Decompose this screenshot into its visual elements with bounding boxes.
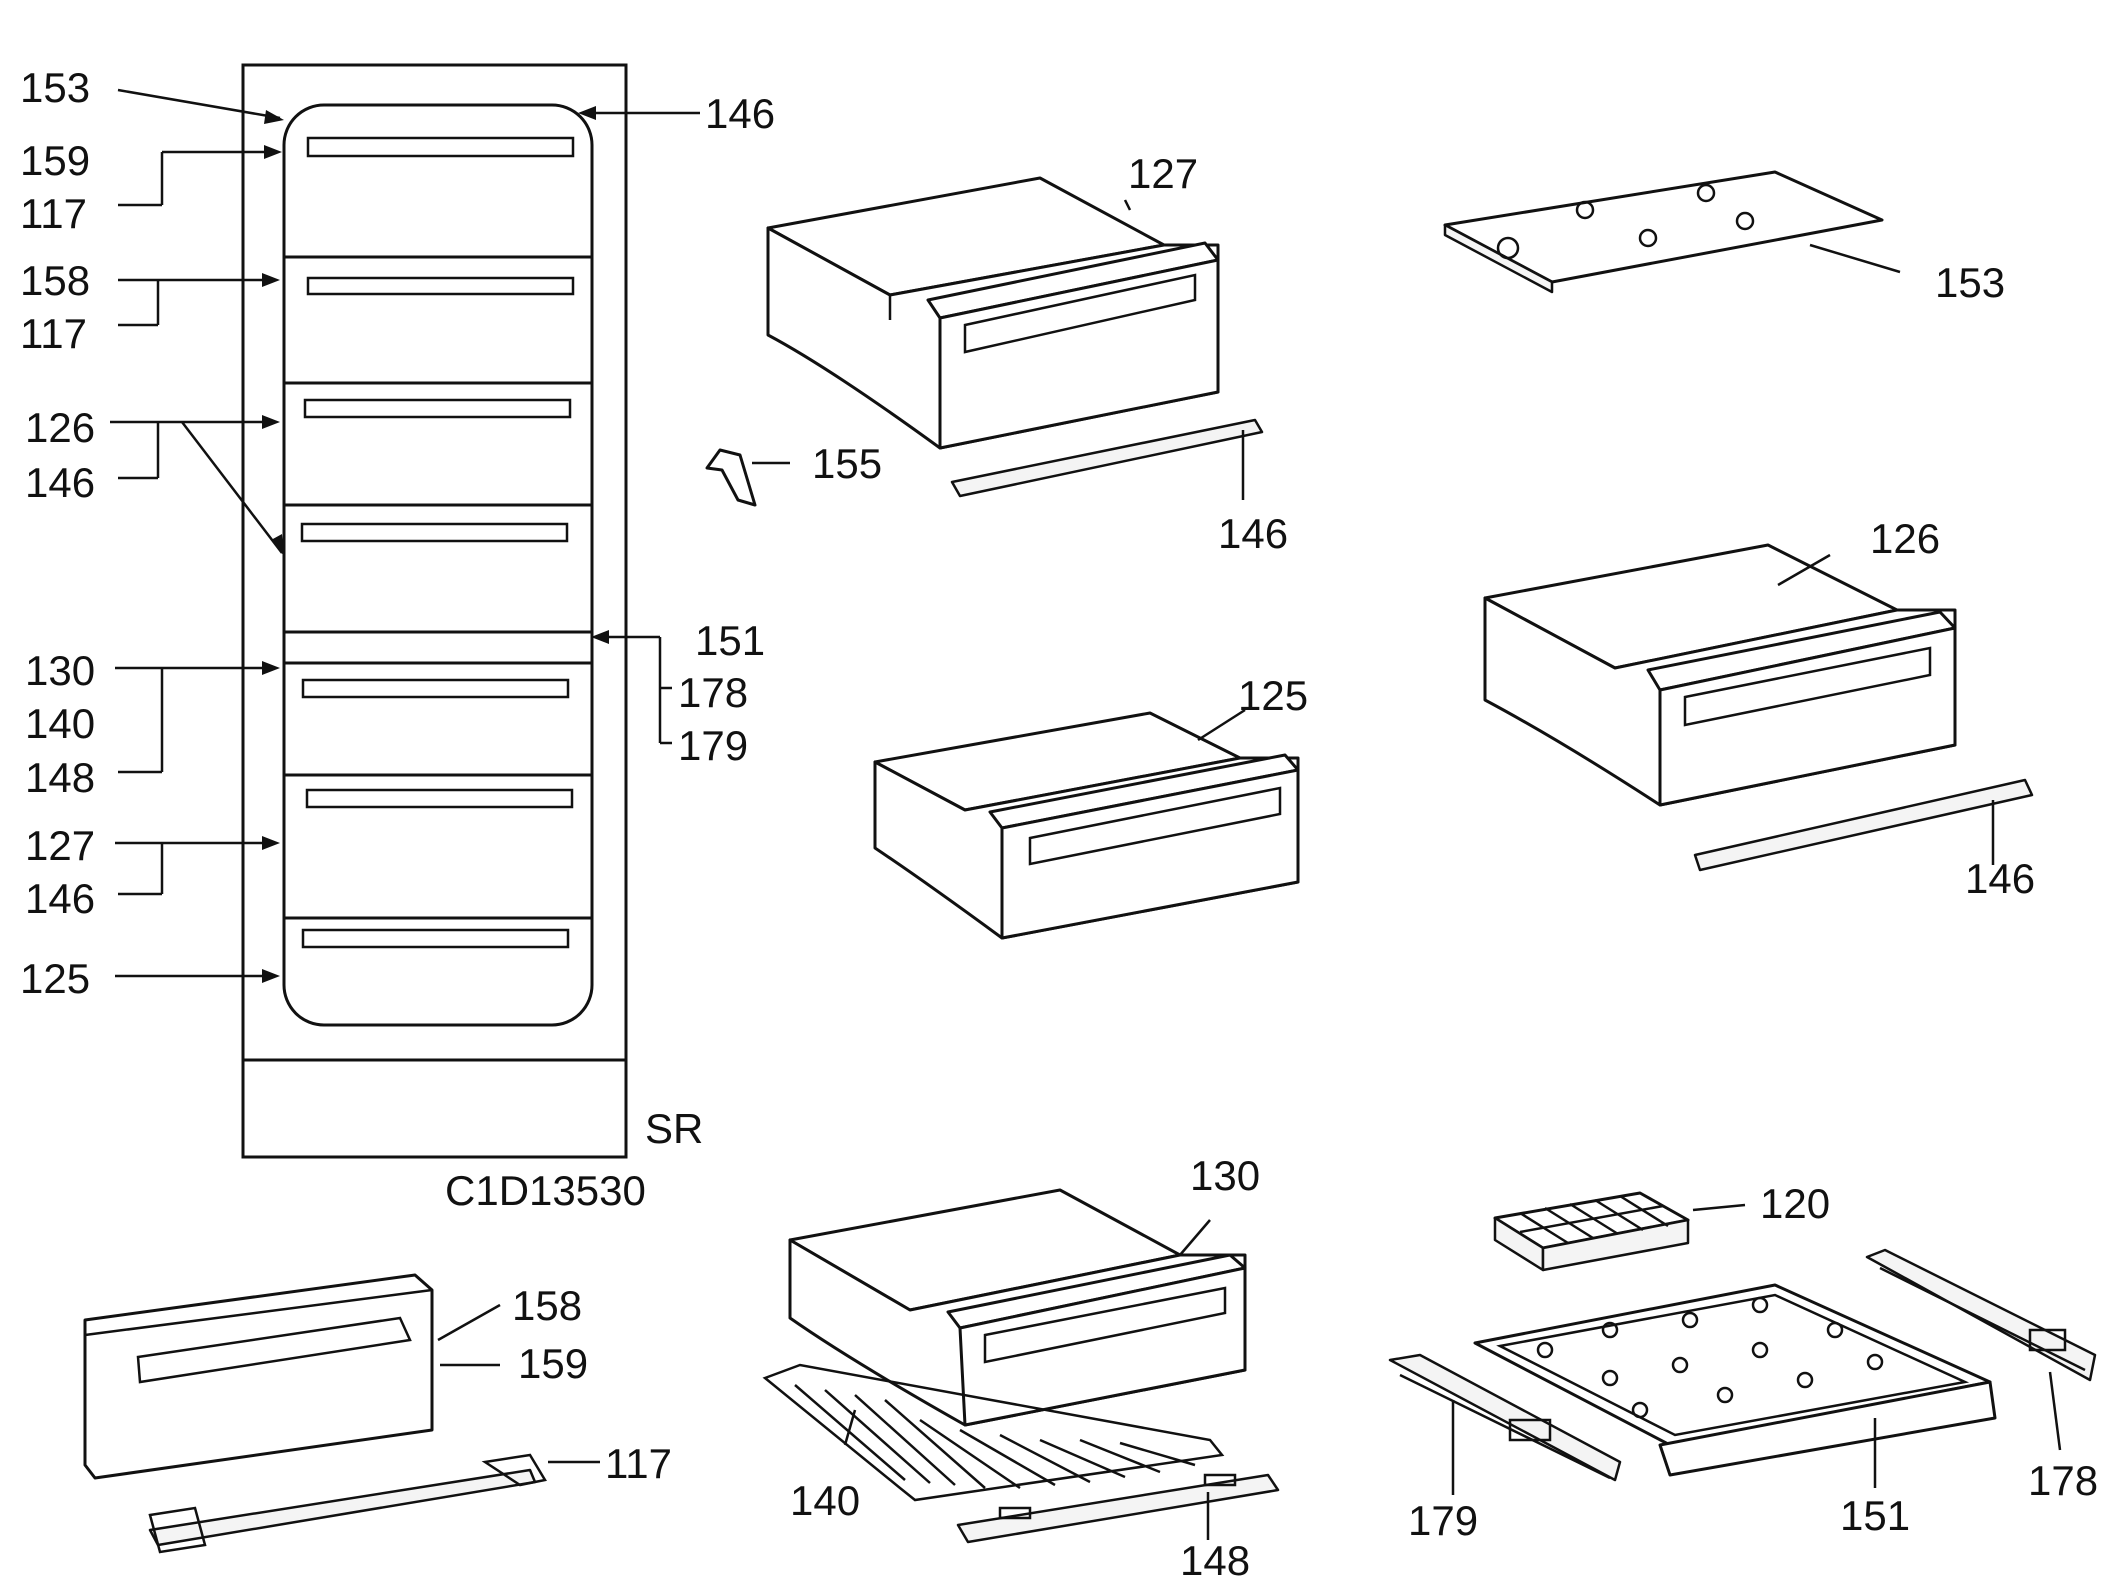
drawer-125 — [873, 711, 1300, 940]
drawer-handle — [301, 928, 570, 949]
part-leaders — [1123, 199, 1831, 1256]
label-159: 159 — [518, 1340, 588, 1387]
label-148: 148 — [25, 754, 95, 801]
drawer-handle — [306, 276, 575, 296]
clip-155 — [705, 448, 790, 507]
label-125: 125 — [20, 955, 90, 1002]
label-126: 126 — [1870, 515, 1940, 562]
label-146: 146 — [25, 875, 95, 922]
grid-140 — [762, 1363, 1225, 1502]
drawer-127 — [766, 176, 1220, 450]
freezer-cabinet-front-view — [241, 63, 628, 1159]
label-140: 140 — [790, 1477, 860, 1524]
label-140: 140 — [25, 700, 95, 747]
drawer-130 — [788, 1188, 1247, 1427]
label-153: 153 — [20, 64, 90, 111]
rail-146-right — [1693, 778, 2034, 872]
drawer-handle — [305, 788, 574, 809]
label-178: 178 — [678, 669, 748, 716]
label-151: 151 — [695, 617, 765, 664]
label-146: 146 — [705, 90, 775, 137]
label-153: 153 — [1935, 259, 2005, 306]
drawing-code: C1D13530 — [445, 1167, 646, 1214]
label-117: 117 — [605, 1440, 672, 1487]
label-146: 146 — [1965, 855, 2035, 902]
label-130: 130 — [1190, 1152, 1260, 1199]
rail-148 — [956, 1473, 1280, 1544]
rail-146-top — [950, 418, 1264, 500]
label-126: 126 — [25, 404, 95, 451]
label-159: 159 — [20, 137, 90, 184]
label-127: 127 — [25, 822, 95, 869]
shelf-tray-151 — [1473, 1283, 1997, 1488]
callout-labels: 153 159 117 158 117 126 146 130 140 148 … — [20, 64, 2098, 1583]
left-callout-leaders — [110, 88, 284, 983]
label-151: 151 — [1840, 1492, 1910, 1539]
label-155: 155 — [812, 440, 882, 487]
label-125: 125 — [1238, 672, 1308, 719]
label-120: 120 — [1760, 1180, 1830, 1227]
rail-117 — [148, 1453, 600, 1554]
drawer-126 — [1483, 543, 1957, 807]
cabinet-outline — [241, 63, 628, 1159]
drawer-front-158 — [83, 1273, 501, 1480]
label-146: 146 — [25, 459, 95, 506]
label-148: 148 — [1180, 1537, 1250, 1583]
drawer-handle — [300, 522, 569, 543]
drawer-handle — [301, 678, 570, 699]
label-130: 130 — [25, 647, 95, 694]
label-117: 117 — [20, 310, 87, 357]
label-sr: SR — [645, 1105, 703, 1152]
side-rail-179 — [1388, 1353, 1622, 1495]
label-146: 146 — [1218, 510, 1288, 557]
inner-liner — [282, 103, 594, 1027]
label-178: 178 — [2028, 1457, 2098, 1504]
label-158: 158 — [512, 1282, 582, 1329]
drawer-handle — [306, 136, 575, 158]
label-117: 117 — [20, 190, 87, 237]
label-158: 158 — [20, 257, 90, 304]
label-179: 179 — [678, 722, 748, 769]
side-rail-178 — [1865, 1248, 2097, 1451]
drawer-handle — [303, 398, 572, 419]
plate-153 — [1443, 170, 1901, 294]
label-127: 127 — [1128, 150, 1198, 197]
label-179: 179 — [1408, 1497, 1478, 1544]
ice-tray-120 — [1493, 1191, 1746, 1272]
right-callout-leaders — [578, 106, 700, 745]
